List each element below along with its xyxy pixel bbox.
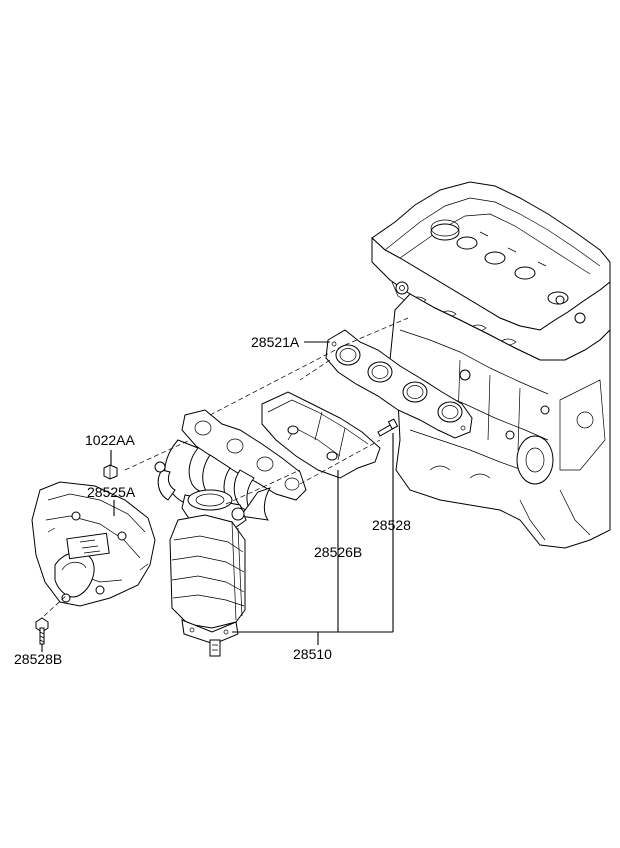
label-nut: 1022AA [85,432,135,448]
part-labels: 28521A 1022AA 28525A 28528 28526B 28510 … [14,334,411,667]
label-heat-protector: 28525A [87,484,136,500]
label-heat-protector-lower: 28526B [314,544,362,560]
label-bolt: 28528B [14,651,62,667]
stud-bolt [377,418,399,437]
label-stud-bolt: 28528 [372,517,411,533]
leader-lines [41,341,394,652]
exhaust-manifold-gasket [325,329,473,439]
exhaust-manifold-assembly [154,409,307,657]
heat-protector [31,481,156,607]
flange-bolt [35,617,49,645]
label-manifold-assembly: 28510 [293,646,332,662]
engine-block [371,181,611,549]
hex-nut [103,464,118,480]
label-gasket: 28521A [251,334,300,350]
assembly-guide-lines [43,317,409,617]
